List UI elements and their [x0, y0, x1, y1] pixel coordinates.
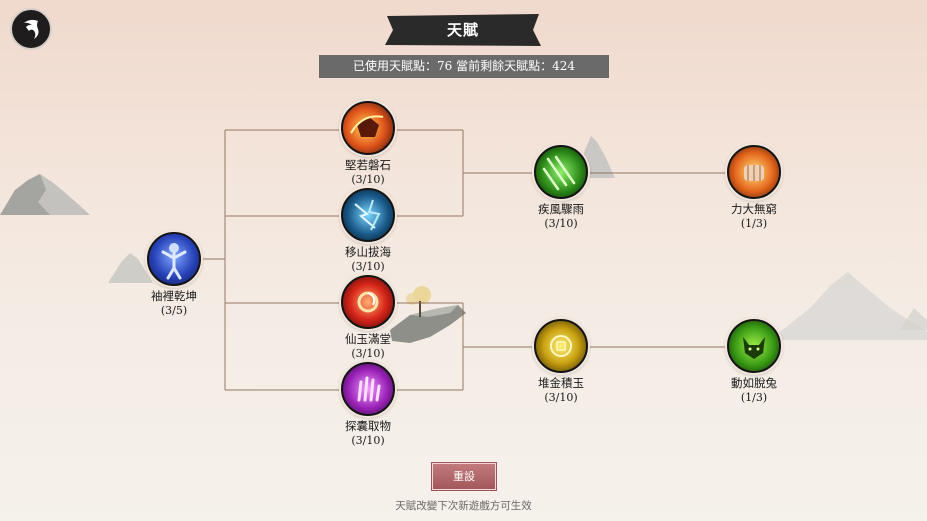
talent-level: (3/10)	[351, 347, 385, 360]
reset-button[interactable]: 重設	[432, 463, 496, 490]
talent-name: 堅若磐石	[345, 158, 391, 172]
talent-name: 力大無窮	[731, 202, 777, 216]
mountain-decoration-left	[0, 174, 90, 215]
hint-text: 天賦改變下次新遊戲方可生效	[395, 500, 532, 512]
talent-level: (3/10)	[544, 391, 578, 404]
talent-node-7[interactable]: 堆金積玉 (3/10)	[506, 319, 616, 405]
green-fox-icon	[727, 319, 781, 373]
green-streaks-icon	[534, 145, 588, 199]
talent-level: (3/10)	[544, 217, 578, 230]
fire-orb-icon	[341, 275, 395, 329]
gold-coin-icon	[534, 319, 588, 373]
back-arrow-icon	[24, 19, 39, 39]
talent-node-1[interactable]: 堅若磐石 (3/10)	[313, 101, 423, 187]
talent-node-5[interactable]: 疾風驟雨 (3/10)	[506, 145, 616, 231]
talent-name: 仙玉滿堂	[345, 332, 391, 346]
talent-level: (1/3)	[740, 391, 768, 404]
mountain-decoration-right	[770, 272, 927, 340]
purple-hand-icon	[341, 362, 395, 416]
talent-level: (3/5)	[160, 304, 188, 317]
talent-name: 堆金積玉	[538, 376, 584, 390]
talent-node-3[interactable]: 仙玉滿堂 (3/10)	[313, 275, 423, 361]
talent-node-4[interactable]: 探囊取物 (3/10)	[313, 362, 423, 448]
floating-rock-decoration	[390, 286, 466, 343]
talent-name: 移山拔海	[345, 245, 391, 259]
mountain-decoration-mid-left	[108, 253, 153, 283]
talent-node-2[interactable]: 移山拔海 (3/10)	[313, 188, 423, 274]
talent-node-root[interactable]: 袖裡乾坤 (3/5)	[119, 232, 229, 318]
back-button[interactable]	[10, 8, 52, 50]
talent-name: 動如脫兔	[731, 376, 777, 390]
talent-name: 疾風驟雨	[538, 202, 584, 216]
fire-rock-icon	[341, 101, 395, 155]
talent-level: (1/3)	[740, 217, 768, 230]
talent-level: (3/10)	[351, 173, 385, 186]
talent-node-6[interactable]: 力大無窮 (1/3)	[699, 145, 809, 231]
title-banner: 天賦	[383, 14, 543, 46]
lightning-icon	[341, 188, 395, 242]
banner-background	[385, 14, 541, 46]
mountain-decoration-lower-right	[900, 308, 927, 330]
page-title: 天賦	[446, 21, 479, 39]
talent-node-8[interactable]: 動如脫兔 (1/3)	[699, 319, 809, 405]
talent-name: 袖裡乾坤	[151, 289, 197, 303]
talent-level: (3/10)	[351, 260, 385, 273]
blue-figure-icon	[147, 232, 201, 286]
talent-points-status: 已使用天賦點：76 當前剩餘天賦點：424	[319, 55, 609, 78]
talent-level: (3/10)	[351, 434, 385, 447]
flaming-fist-icon	[727, 145, 781, 199]
talent-name: 探囊取物	[345, 419, 391, 433]
